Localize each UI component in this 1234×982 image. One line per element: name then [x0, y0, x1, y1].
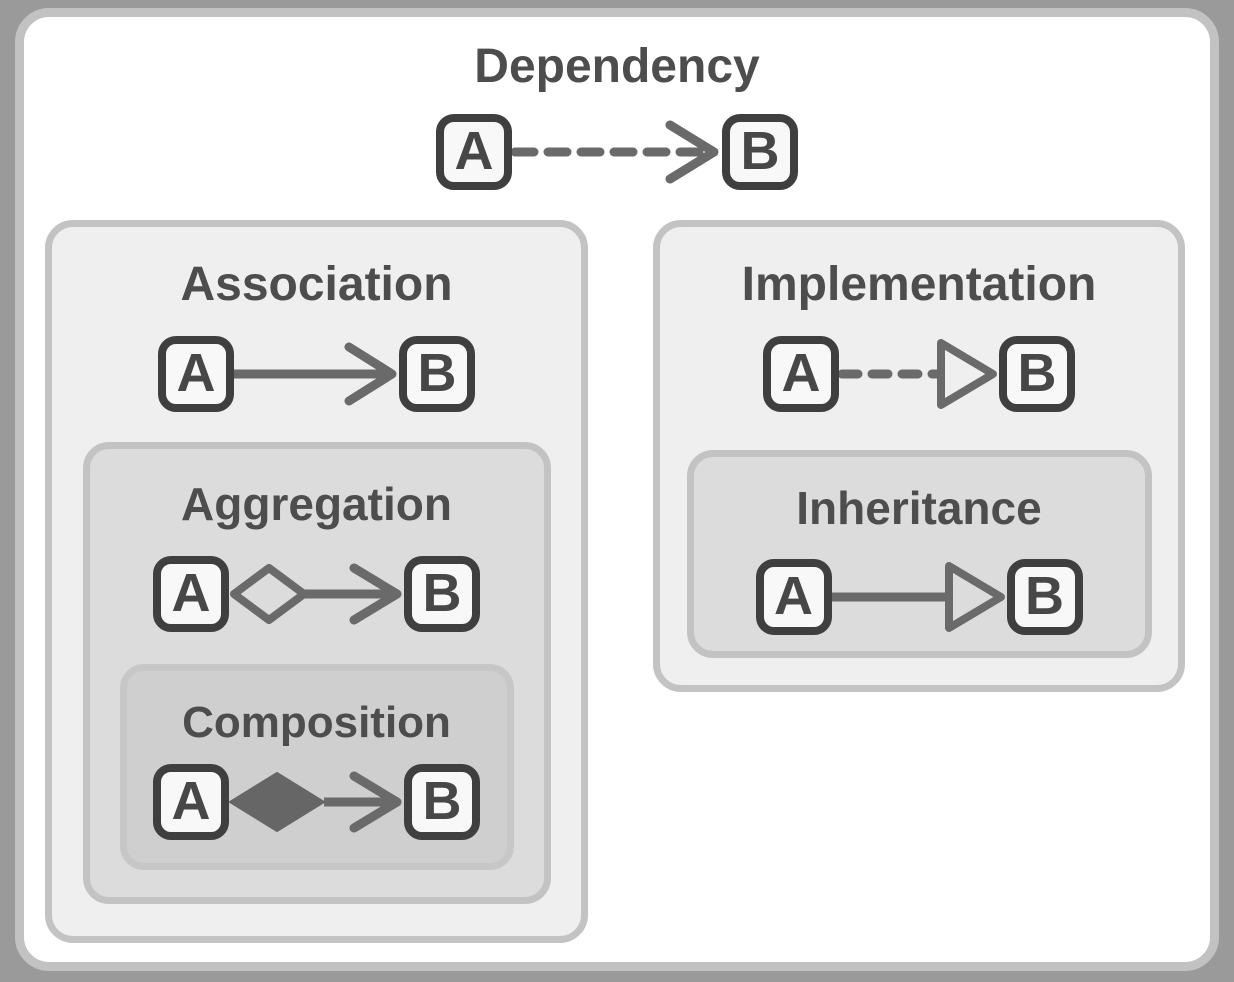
node-a: A	[153, 764, 229, 840]
implementation-relation-row: A B	[660, 336, 1178, 412]
node-a: A	[755, 559, 832, 635]
section-inheritance: Inheritance A B	[686, 450, 1152, 658]
columns: Association A B Aggregation	[24, 220, 1210, 943]
filled-diamond-open-arrow-icon	[229, 771, 402, 833]
node-b-label: B	[422, 770, 462, 831]
node-a-label: A	[171, 562, 211, 623]
inheritance-title: Inheritance	[796, 482, 1042, 534]
node-a-label: A	[774, 565, 813, 626]
section-composition: Composition A B	[119, 664, 514, 870]
aggregation-relation-row: A B	[90, 556, 544, 632]
node-b: B	[999, 336, 1075, 412]
composition-title: Composition	[182, 698, 451, 747]
node-b: B	[404, 764, 480, 840]
node-a: A	[436, 114, 512, 190]
section-aggregation: Aggregation A B	[82, 442, 551, 904]
node-b-label: B	[417, 342, 457, 403]
dashed-hollow-triangle-icon	[839, 339, 997, 409]
composition-relation-row: A B	[127, 764, 507, 840]
node-b-label: B	[422, 562, 462, 623]
node-b-label: B	[1025, 565, 1064, 626]
solid-hollow-triangle-icon	[831, 562, 1005, 632]
section-dependency: Dependency A B	[24, 39, 1210, 190]
node-b: B	[722, 114, 798, 190]
solid-open-arrow-icon	[234, 342, 397, 406]
node-b: B	[404, 556, 480, 632]
node-a-label: A	[171, 770, 211, 831]
node-a: A	[153, 556, 229, 632]
node-b-label: B	[740, 120, 780, 181]
dependency-relation-row: A B	[24, 114, 1210, 190]
node-b: B	[1006, 559, 1083, 635]
hollow-diamond-open-arrow-icon	[230, 563, 402, 625]
node-b-label: B	[1017, 342, 1057, 403]
node-a-label: A	[176, 342, 216, 403]
inheritance-relation-row: A B	[694, 559, 1145, 635]
aggregation-title: Aggregation	[181, 478, 452, 530]
node-a-label: A	[781, 342, 821, 403]
section-association: Association A B Aggregation	[45, 220, 588, 943]
implementation-title: Implementation	[741, 258, 1097, 311]
node-a: A	[158, 336, 234, 412]
node-a: A	[763, 336, 839, 412]
dashed-open-arrow-icon	[512, 120, 719, 184]
association-title: Association	[180, 258, 453, 311]
node-b: B	[399, 336, 475, 412]
node-a-label: A	[454, 120, 494, 181]
dependency-title: Dependency	[474, 40, 760, 93]
main-card: Dependency A B Association	[15, 8, 1219, 971]
section-implementation: Implementation A B Inheritance	[653, 220, 1185, 692]
association-relation-row: A B	[52, 336, 581, 412]
